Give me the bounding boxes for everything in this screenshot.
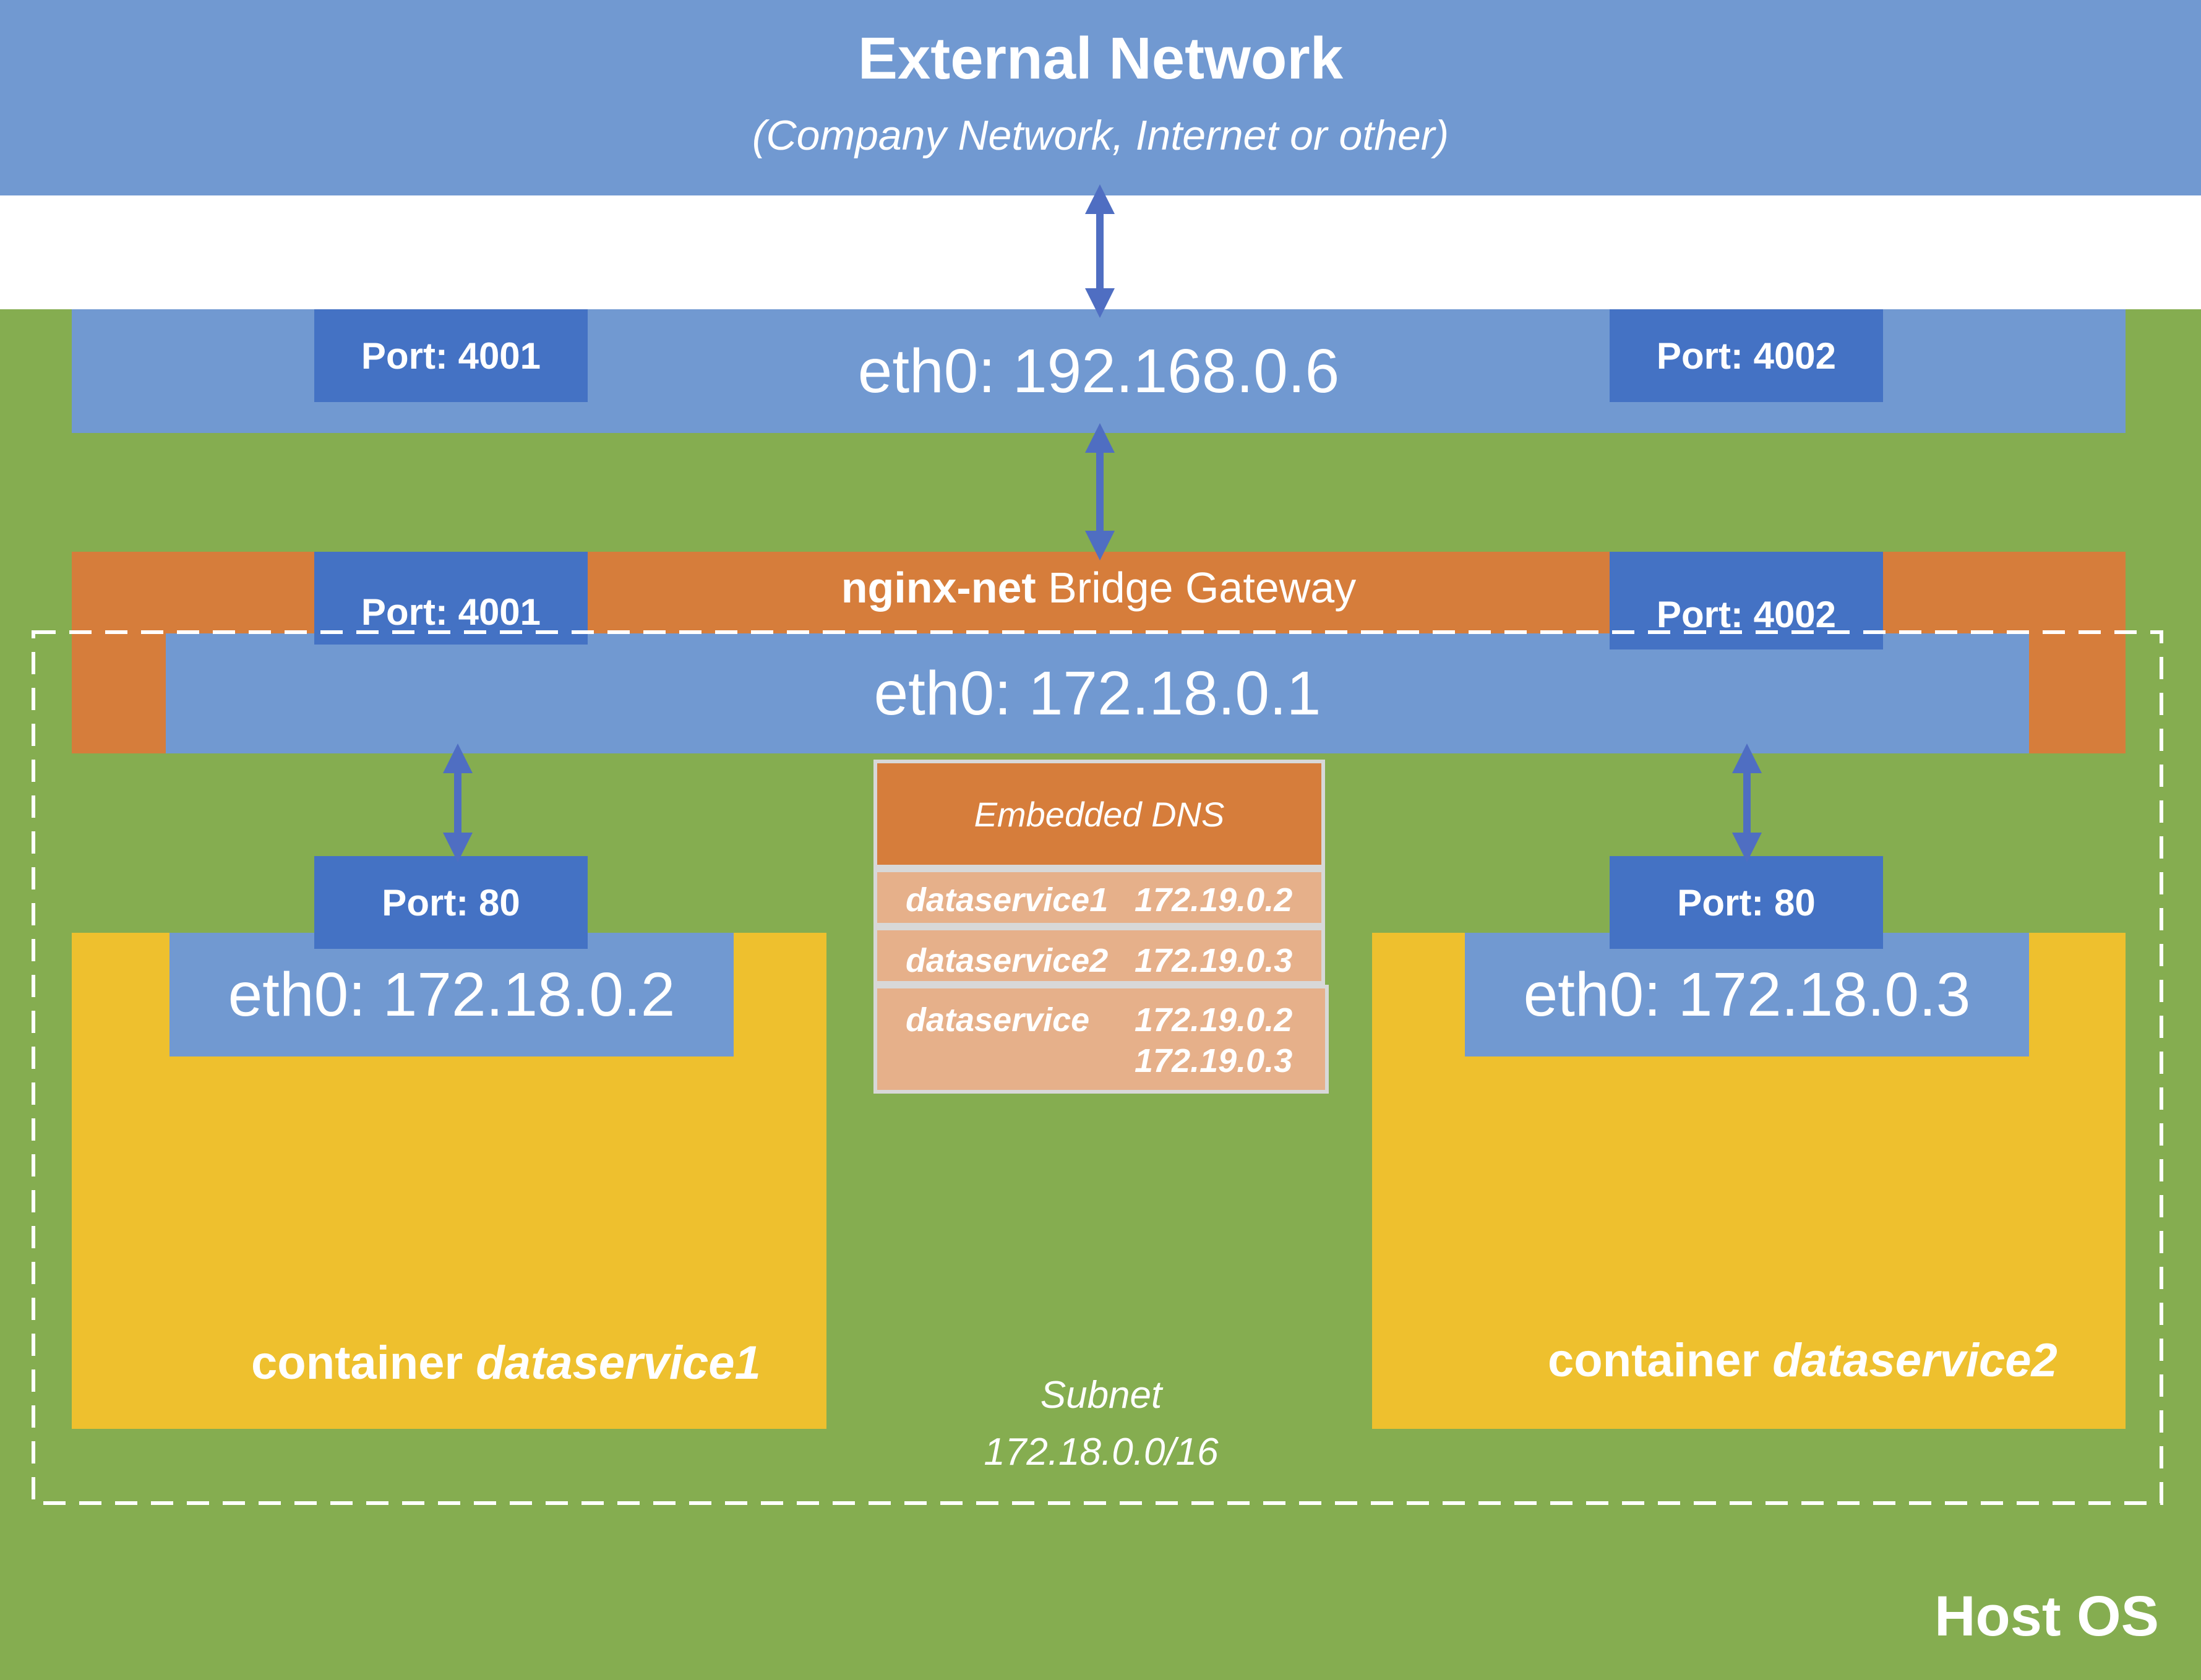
subnet-title: Subnet — [1040, 1374, 1162, 1416]
dns-row: dataservice 172.19.0.2 172.19.0.3 — [873, 985, 1329, 1094]
container2-label: container dataservice2 — [1548, 1334, 2057, 1387]
embedded-dns-title: Embedded DNS — [873, 760, 1325, 868]
host-eth0-label: eth0: 192.168.0.6 — [857, 336, 1340, 406]
bridge-eth0-label: eth0: 172.18.0.1 — [873, 658, 1321, 728]
bridge-eth0-interface: eth0: 172.18.0.1 — [166, 633, 2029, 753]
bridge-port-left: Port: 4001 — [314, 552, 588, 645]
dns-row: dataservice1 172.19.0.2 — [873, 868, 1325, 927]
container2-name: dataservice2 — [1772, 1334, 2057, 1387]
container2-eth0-interface: eth0: 172.18.0.3 — [1465, 933, 2029, 1056]
dns-row-ip: 172.19.0.2 — [1135, 881, 1293, 919]
dns-row-ip: 172.19.0.3 — [1135, 1042, 1293, 1079]
bridge-network-name: nginx-net — [841, 564, 1036, 612]
container2-port: Port: 80 — [1610, 856, 1883, 949]
dns-row: dataservice2 172.19.0.3 — [873, 927, 1325, 985]
container1-name: dataservice1 — [476, 1337, 761, 1389]
host-port-right: Port: 4002 — [1610, 309, 1883, 402]
subnet-boundary — [32, 630, 2163, 1505]
host-port-left: Port: 4001 — [314, 309, 588, 402]
bridge-gateway-title: nginx-net Bridge Gateway — [72, 563, 2126, 612]
container2-eth0-label: eth0: 172.18.0.3 — [1523, 959, 1971, 1029]
bridge-gateway-suffix: Bridge Gateway — [1036, 564, 1357, 612]
subnet-cidr: 172.18.0.0/16 — [984, 1431, 1219, 1473]
embedded-dns-table: Embedded DNS dataservice1 172.19.0.2 dat… — [873, 760, 1329, 1094]
external-network-title: External Network — [857, 25, 1344, 92]
dns-row-name: dataservice — [906, 1001, 1090, 1039]
container1-eth0-label: eth0: 172.18.0.2 — [228, 959, 676, 1029]
dns-row-ip: 172.19.0.3 — [1135, 942, 1293, 979]
dns-row-ip: 172.19.0.2 — [1135, 1001, 1293, 1039]
dns-row-name: dataservice2 — [906, 942, 1109, 979]
container1-label: container dataservice1 — [251, 1336, 761, 1390]
dns-row-name: dataservice1 — [906, 881, 1109, 919]
container1-eth0-interface: eth0: 172.18.0.2 — [169, 933, 734, 1056]
external-network-banner — [0, 0, 2201, 195]
subnet-label: Subnet 172.18.0.0/16 — [916, 1367, 1287, 1481]
host-os-label: Host OS — [1934, 1585, 2159, 1648]
container2-label-prefix: container — [1548, 1334, 1773, 1387]
external-network-subtitle: (Company Network, Internet or other) — [752, 112, 1449, 159]
container1-port: Port: 80 — [314, 856, 588, 949]
container1-label-prefix: container — [251, 1337, 476, 1389]
